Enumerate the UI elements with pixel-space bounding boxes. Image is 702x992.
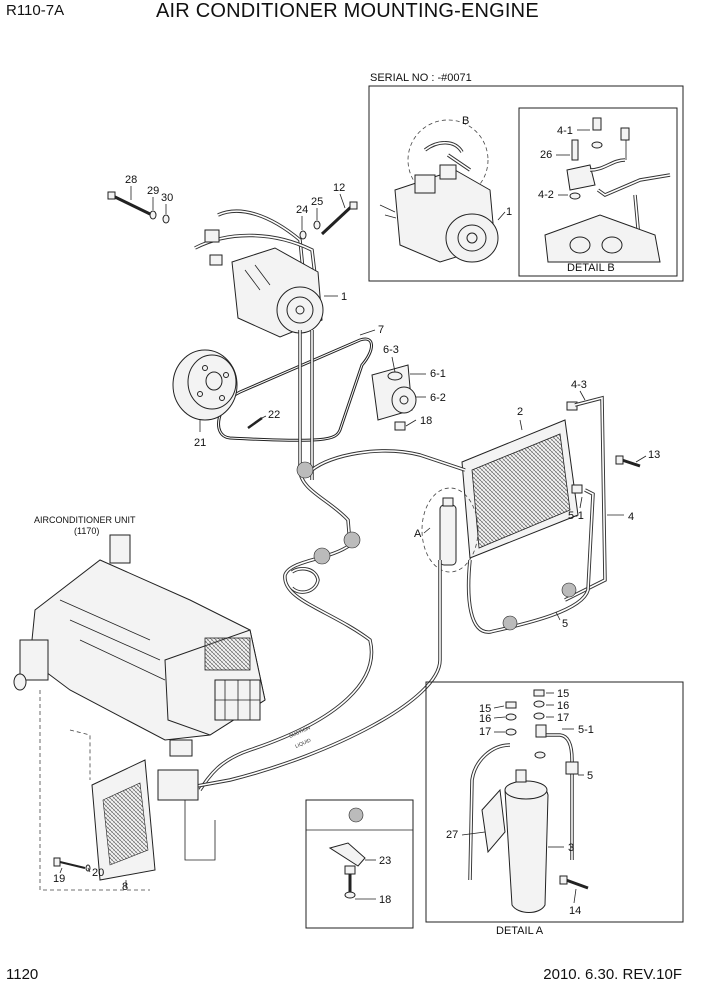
callout-25: 25 <box>311 196 323 208</box>
callout-1-inset: 1 <box>506 206 512 218</box>
hose-5 <box>466 488 595 634</box>
callout-23: 23 <box>379 855 391 867</box>
callout-5-1-detail: 5-1 <box>578 724 594 736</box>
page-number: 1120 <box>6 966 39 983</box>
callout-20: 20 <box>92 867 104 879</box>
inset-compressor <box>379 141 499 263</box>
serial-inset-box: SERIAL NO : -#0071 DETAIL B B <box>368 72 684 282</box>
callout-15-right: 15 <box>557 688 569 700</box>
callout-4-2: 4-2 <box>538 189 554 201</box>
callout-26: 26 <box>540 149 552 161</box>
callout-17-right: 17 <box>557 712 569 724</box>
callout-6-1: 6-1 <box>430 368 446 380</box>
compressor-assembly <box>194 209 324 338</box>
callout-15-left: 15 <box>479 703 491 715</box>
liquid-label: LIQUID <box>294 737 312 749</box>
callout-5-1: 5-1 <box>568 510 584 522</box>
callout-28: 28 <box>125 174 137 186</box>
callout-29: 29 <box>147 185 159 197</box>
callout-6-2: 6-2 <box>430 392 446 404</box>
pulley-21 <box>172 349 238 421</box>
callout-3: 3 <box>568 842 574 854</box>
screw-19-20 <box>53 857 91 872</box>
callout-14: 14 <box>569 905 581 917</box>
bolt-13 <box>615 455 641 468</box>
revision-date: 2010. 6.30. REV.10F <box>543 966 682 983</box>
callout-4: 4 <box>628 511 634 523</box>
model-code: R110-7A <box>6 2 65 19</box>
callout-5: 5 <box>562 618 568 630</box>
callout-8: 8 <box>122 881 128 893</box>
unit-label-line2: (1170) <box>74 526 99 536</box>
callout-18-inset: 18 <box>379 894 391 906</box>
callout-30: 30 <box>161 192 173 204</box>
detail-a-marker: A <box>414 528 422 540</box>
callout-13: 13 <box>648 449 660 461</box>
receiver-drier <box>439 497 457 566</box>
aircon-unit <box>13 534 266 801</box>
detail-b-marker: B <box>462 115 469 127</box>
bolt-22 <box>247 416 263 430</box>
liquid-hose-4 <box>564 395 607 602</box>
detail-b-label: DETAIL B <box>567 262 615 274</box>
callout-4-1: 4-1 <box>557 125 573 137</box>
page-title: AIR CONDITIONER MOUNTING-ENGINE <box>156 0 539 22</box>
callout-19: 19 <box>53 873 65 885</box>
condenser <box>461 401 583 559</box>
detail-b-fittings <box>544 117 671 263</box>
callout-18: 18 <box>420 415 432 427</box>
callout-17-left: 17 <box>479 726 491 738</box>
callout-12: 12 <box>333 182 345 194</box>
callout-2: 2 <box>517 406 523 418</box>
bolt-28 <box>107 191 170 224</box>
callout-1: 1 <box>341 291 347 303</box>
callout-22: 22 <box>268 409 280 421</box>
hardware-inset-box <box>305 799 414 929</box>
callout-24: 24 <box>296 204 308 216</box>
callout-21: 21 <box>194 437 206 449</box>
callout-7: 7 <box>378 324 384 336</box>
callout-4-3: 4-3 <box>571 379 587 391</box>
callout-16-left: 16 <box>479 713 491 725</box>
serial-note: SERIAL NO : -#0071 <box>370 72 472 84</box>
detail-a-label: DETAIL A <box>496 925 544 937</box>
callout-27: 27 <box>446 829 458 841</box>
filter-8 <box>91 759 156 881</box>
v-belt <box>217 337 373 442</box>
bolt-12 <box>299 201 358 240</box>
idler-pulley <box>371 364 417 431</box>
callout-6-3: 6-3 <box>383 344 399 356</box>
callout-5-detail: 5 <box>587 770 593 782</box>
callout-16-right: 16 <box>557 700 569 712</box>
detail-a-box: DETAIL A <box>425 681 684 937</box>
unit-label-line1: AIRCONDITIONER UNIT <box>34 515 136 525</box>
